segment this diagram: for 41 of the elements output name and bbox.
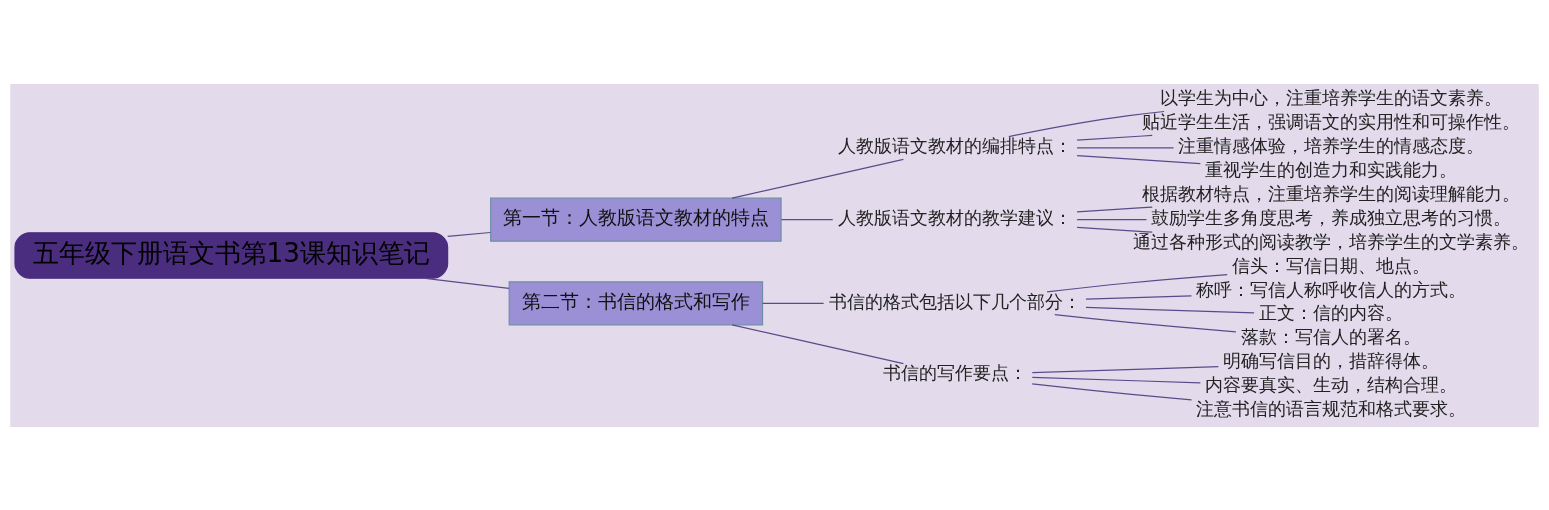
node-box: 第二节：书信的格式和写作: [508, 280, 764, 325]
node-text: 内容要真实、生动，结构合理。: [1205, 373, 1458, 395]
connector: [1076, 134, 1153, 141]
connector: [1076, 146, 1175, 149]
connector: [1076, 226, 1153, 233]
node-text: 鼓励学生多角度思考，养成独立思考的习惯。: [1151, 206, 1512, 228]
connector: [1085, 306, 1255, 313]
node-text: 人教版语文教材的编排特点：: [837, 134, 1072, 156]
connector: [1031, 376, 1201, 383]
connector: [447, 231, 491, 237]
node-text: 书信的写作要点：: [882, 361, 1027, 383]
connector: [1076, 206, 1153, 212]
connector: [1054, 313, 1237, 332]
node-text: 通过各种形式的阅读教学，培养学生的文学素养。: [1133, 230, 1530, 252]
node-text: 书信的格式包括以下几个部分：: [828, 289, 1081, 311]
connector: [1076, 154, 1201, 164]
connector: [1031, 382, 1193, 400]
connector: [1031, 365, 1219, 373]
node-text: 贴近学生生活，强调语文的实用性和可操作性。: [1142, 110, 1521, 132]
node-text: 注重情感体验，培养学生的情感态度。: [1178, 134, 1485, 156]
node-box: 第一节：人教版语文教材的特点: [490, 197, 782, 242]
node-text: 明确写信目的，措辞得体。: [1223, 349, 1440, 371]
connector: [1046, 273, 1228, 293]
node-text: 落款：写信人的署名。: [1241, 325, 1422, 347]
node-text: 正文：信的内容。: [1259, 301, 1404, 323]
connector: [731, 158, 904, 199]
node-text: 注意书信的语言规范和格式要求。: [1196, 397, 1467, 419]
node-text: 以学生为中心，注重培养学生的语文素养。: [1160, 86, 1503, 108]
connector: [780, 218, 834, 220]
node-text: 称呼：写信人称呼收信人的方式。: [1196, 278, 1467, 300]
connector: [1076, 218, 1148, 220]
connector: [762, 302, 825, 304]
connector: [422, 277, 510, 289]
node-text: 信头：写信日期、地点。: [1232, 254, 1431, 276]
node-box: 五年级下册语文书第13课知识笔记: [14, 231, 449, 279]
node-text: 根据教材特点，注重培养学生的阅读理解能力。: [1142, 182, 1521, 204]
node-text: 重视学生的创造力和实践能力。: [1205, 158, 1458, 180]
node-text: 人教版语文教材的教学建议：: [837, 206, 1072, 228]
connector: [1008, 110, 1165, 137]
connector: [731, 323, 904, 364]
connector: [1085, 294, 1193, 300]
